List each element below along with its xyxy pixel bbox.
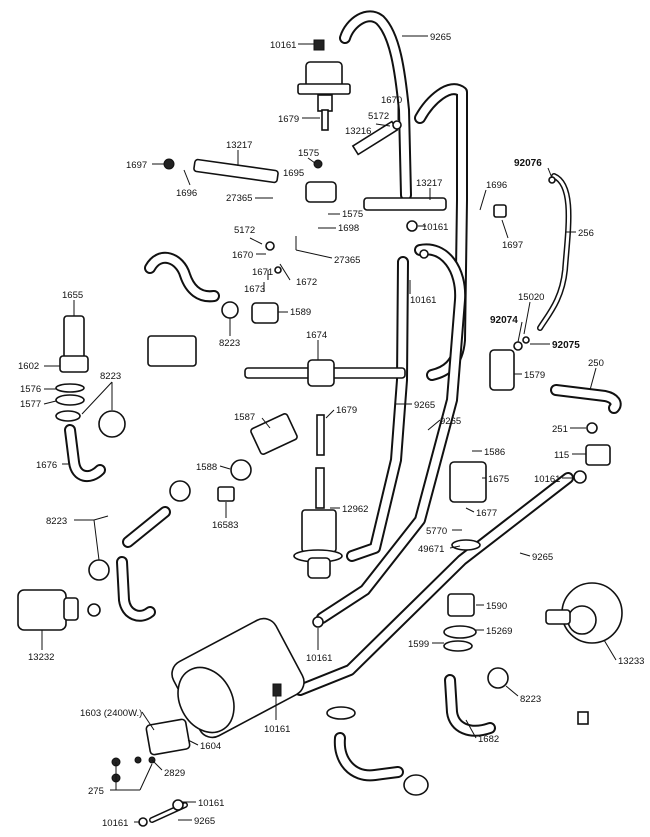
label-1671: 1671 (252, 267, 273, 278)
label-8223-left: 8223 (100, 371, 121, 382)
label-251: 251 (552, 424, 568, 435)
label-1674: 1674 (306, 330, 327, 341)
label-9265-top: 9265 (430, 32, 451, 43)
label-256: 256 (578, 228, 594, 239)
label-13217-right: 13217 (416, 178, 442, 189)
label-9265-mid: 9265 (414, 400, 435, 411)
label-1602: 1602 (18, 361, 39, 372)
label-1697-left: 1697 (126, 160, 147, 171)
label-275: 275 (88, 786, 104, 797)
label-1655: 1655 (62, 290, 83, 301)
label-1679-top: 1679 (278, 114, 299, 125)
label-9265-bottom: 9265 (194, 816, 215, 827)
label-12962: 12962 (342, 504, 368, 515)
label-16583: 16583 (212, 520, 238, 531)
label-1586: 1586 (484, 447, 505, 458)
label-5770: 5770 (426, 526, 447, 537)
label-5172-top: 5172 (368, 111, 389, 122)
label-8223-right-lower: 8223 (520, 694, 541, 705)
label-10161-tank: 10161 (264, 724, 290, 735)
label-8223-top: 8223 (219, 338, 240, 349)
label-15269: 15269 (486, 626, 512, 637)
label-1675: 1675 (488, 474, 509, 485)
label-1575-top: 1575 (298, 148, 319, 159)
label-10161-center-lower: 10161 (306, 653, 332, 664)
label-1696-left: 1696 (176, 188, 197, 199)
label-13216: 13216 (345, 126, 371, 137)
label-1698: 1698 (338, 223, 359, 234)
label-1604: 1604 (200, 741, 221, 752)
label-1575-mid: 1575 (342, 209, 363, 220)
label-1587: 1587 (234, 412, 255, 423)
label-1576: 1576 (20, 384, 41, 395)
label-1695: 1695 (283, 168, 304, 179)
label-1577: 1577 (20, 399, 41, 410)
label-13217-left: 13217 (226, 140, 252, 151)
label-1603: 1603 (2400W.) (80, 708, 142, 719)
label-1697-right: 1697 (502, 240, 523, 251)
label-10161-right-lower: 10161 (534, 474, 560, 485)
label-10161-right: 10161 (410, 295, 436, 306)
label-9265-lower: 9265 (532, 552, 553, 563)
label-13233: 13233 (618, 656, 644, 667)
label-1677: 1677 (476, 508, 497, 519)
label-10161-top: 10161 (270, 40, 296, 51)
label-27365-mid: 27365 (334, 255, 360, 266)
label-1670-top: 1670 (381, 95, 402, 106)
label-1696-right: 1696 (486, 180, 507, 191)
label-250: 250 (588, 358, 604, 369)
label-10161-bottom-right: 10161 (198, 798, 224, 809)
label-1679-lower: 1679 (336, 405, 357, 416)
label-1673: 1673 (244, 284, 265, 295)
label-13232: 13232 (28, 652, 54, 663)
label-8223-lower-left: 8223 (46, 516, 67, 527)
label-27365-top: 27365 (226, 193, 252, 204)
label-1599: 1599 (408, 639, 429, 650)
hoses (64, 10, 622, 823)
label-92076: 92076 (514, 158, 542, 169)
label-1590: 1590 (486, 601, 507, 612)
label-1676: 1676 (36, 460, 57, 471)
label-15020: 15020 (518, 292, 544, 303)
label-1672: 1672 (296, 277, 317, 288)
components (17, 39, 623, 827)
label-10161-bottom-left: 10161 (102, 818, 128, 829)
label-115: 115 (554, 450, 569, 461)
label-10161-mid: 10161 (422, 222, 448, 233)
label-1589: 1589 (290, 307, 311, 318)
label-92075: 92075 (552, 340, 580, 351)
label-1588: 1588 (196, 462, 217, 473)
label-92074: 92074 (490, 315, 518, 326)
label-9265-right: 9265 (440, 416, 461, 427)
label-5172-left: 5172 (234, 225, 255, 236)
label-49671: 49671 (418, 544, 444, 555)
label-1579: 1579 (524, 370, 545, 381)
label-1682: 1682 (478, 734, 499, 745)
label-1670-left: 1670 (232, 250, 253, 261)
label-2829: 2829 (164, 768, 185, 779)
part-number-labels: 9265 10161 1670 5172 13216 1679 13217 16… (18, 32, 644, 829)
leader-lines (41, 35, 617, 823)
